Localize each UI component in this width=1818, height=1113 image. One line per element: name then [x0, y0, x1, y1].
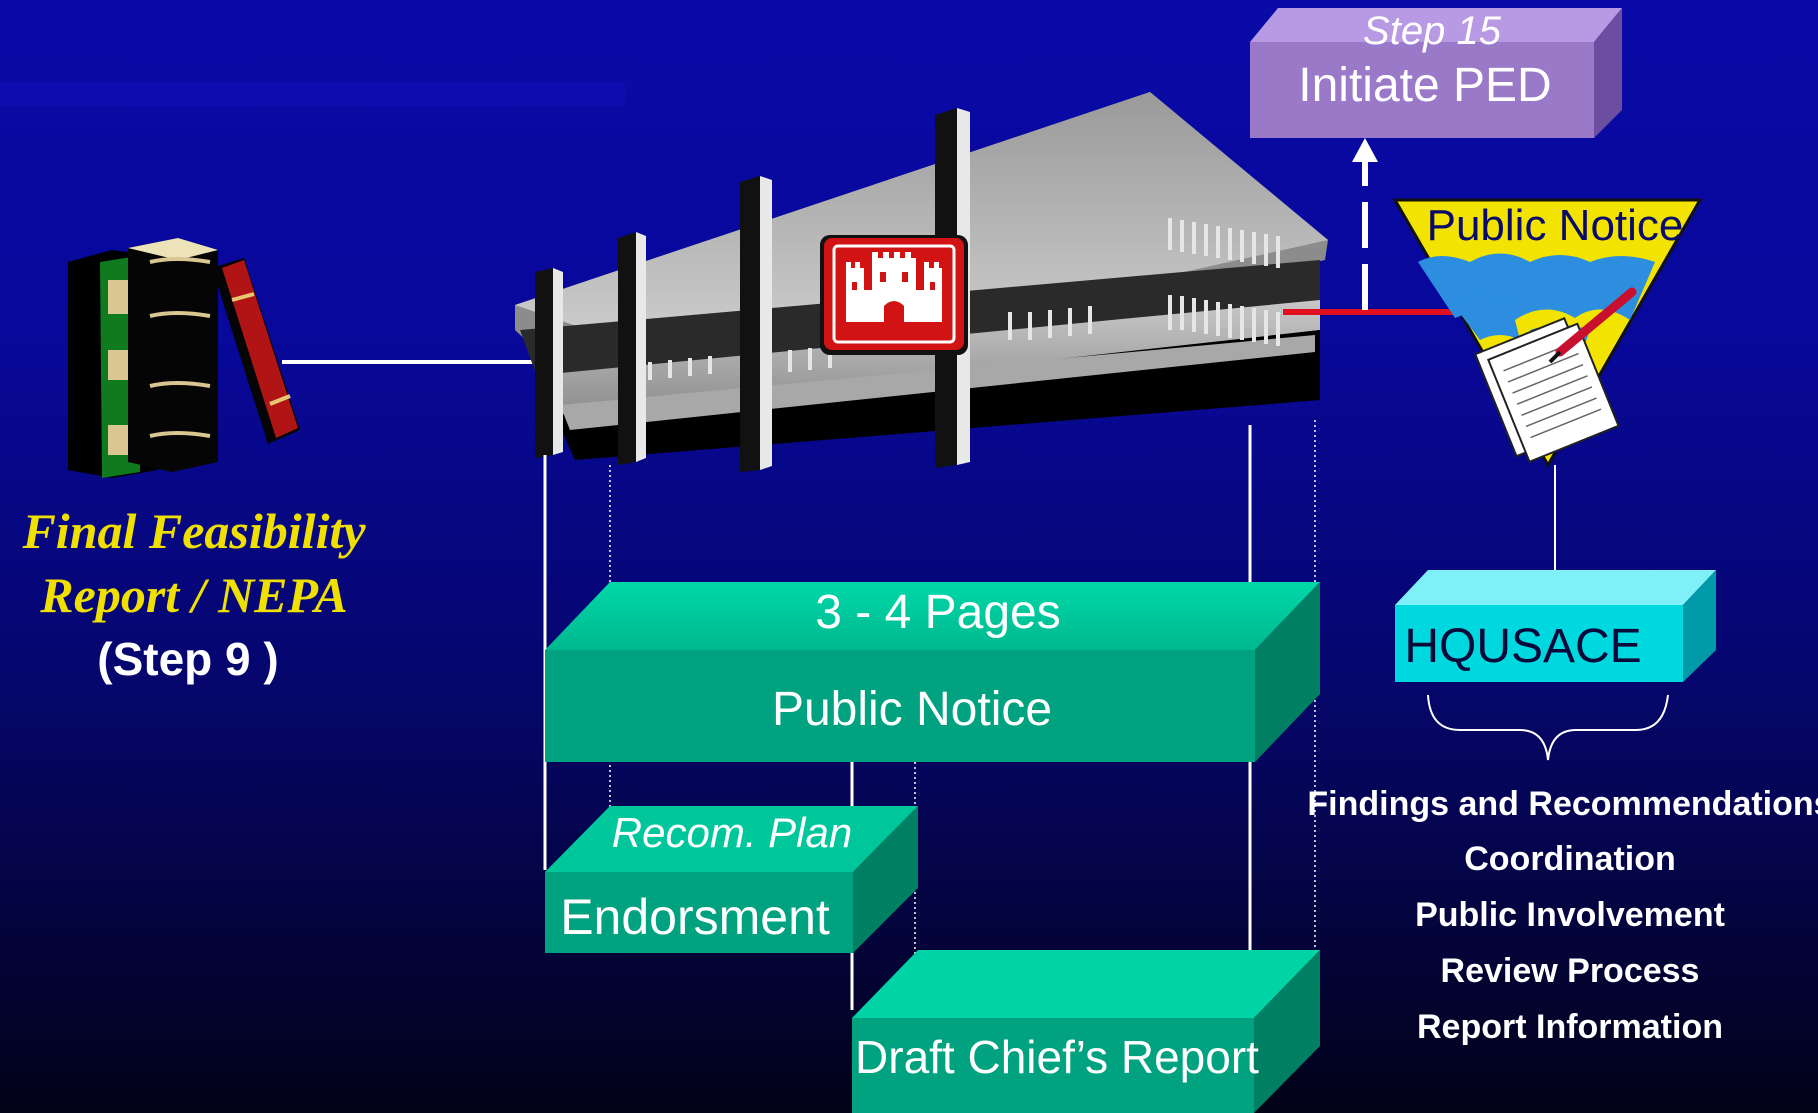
public-notice-sign [1392, 198, 1703, 469]
building-icon [515, 92, 1328, 472]
public-notice-box [545, 582, 1320, 762]
hqusace-list: Findings and Recommendations Coordinatio… [1307, 785, 1818, 1046]
step15-title: Initiate PED [1298, 59, 1551, 112]
hqusace-label: HQUSACE [1404, 620, 1641, 673]
hqusace-item: Review Process [1441, 952, 1700, 990]
endorsment-box [545, 806, 918, 953]
castle-logo [820, 235, 968, 355]
report-title-line1: Final Feasibility [21, 503, 366, 559]
brace [1427, 694, 1669, 761]
arrow-up-step15 [1352, 138, 1378, 310]
header-bar [0, 82, 625, 106]
step15-label: Step 15 [1363, 9, 1502, 53]
report-step: (Step 9 ) [97, 633, 278, 685]
hqusace-item: Findings and Recommendations [1307, 785, 1818, 823]
draft-report-box [852, 950, 1320, 1113]
public-notice-box-top-label: 3 - 4 Pages [815, 586, 1060, 639]
endorsment-front-label: Endorsment [560, 889, 830, 945]
report-title-line2: Report / NEPA [39, 567, 347, 623]
public-notice-sign-label: Public Notice [1427, 201, 1684, 250]
hqusace-box [1395, 570, 1716, 682]
hqusace-item: Public Involvement [1415, 896, 1725, 934]
books-icon [68, 238, 300, 478]
public-notice-box-front-label: Public Notice [772, 683, 1052, 736]
arrow-to-building [282, 352, 568, 372]
draft-report-label: Draft Chief’s Report [855, 1031, 1259, 1083]
hqusace-item: Coordination [1464, 840, 1676, 878]
hqusace-item: Report Information [1417, 1008, 1723, 1046]
endorsment-top-label: Recom. Plan [612, 809, 852, 856]
step15-box [1250, 8, 1622, 138]
